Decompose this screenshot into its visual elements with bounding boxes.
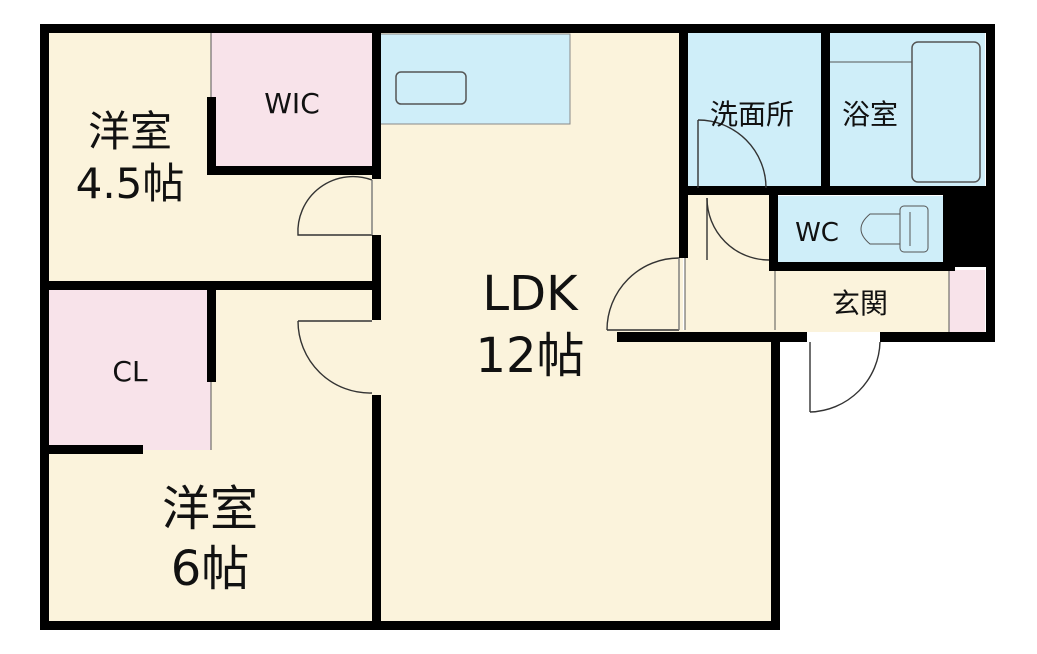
washroom-label: 洗面所 [710, 98, 794, 131]
wc-fill [773, 196, 943, 264]
closet-fill [48, 288, 211, 450]
hall-fill [685, 195, 775, 330]
washroom-fill [685, 32, 825, 187]
door-washroom [697, 119, 767, 189]
entrance-label: 玄関 [832, 287, 888, 320]
doors [297, 119, 881, 413]
entrance-fill [773, 270, 949, 332]
door-western-2 [297, 320, 373, 394]
door-wc [706, 197, 770, 261]
western-room-1-size: 4.5帖 [76, 159, 185, 208]
toilet-tank [899, 205, 929, 253]
western-room-1-name: 洋室 [88, 107, 172, 156]
door-entrance [809, 341, 881, 413]
door-western-1 [297, 175, 373, 236]
western-room-2-size: 6帖 [171, 541, 250, 597]
bathroom-fill [829, 32, 985, 187]
toilet-bowl [860, 213, 900, 245]
bathroom-label: 浴室 [842, 98, 898, 131]
wic-label: WIC [264, 87, 320, 120]
kitchen-counter [377, 33, 571, 125]
ldk-size: 12帖 [475, 328, 584, 384]
walls [40, 24, 995, 630]
bathtub [911, 41, 981, 183]
door-ldk [606, 257, 680, 331]
ldk-name: LDK [482, 266, 579, 322]
closet-label: CL [112, 355, 148, 388]
wic-fill [211, 32, 376, 170]
room-fills [48, 32, 985, 622]
wc-label: WC [795, 218, 839, 248]
shoe-box [949, 270, 985, 332]
western-room-2-name: 洋室 [162, 481, 258, 537]
ldk-lower-fill [376, 330, 774, 622]
kitchen-sink [395, 71, 467, 105]
